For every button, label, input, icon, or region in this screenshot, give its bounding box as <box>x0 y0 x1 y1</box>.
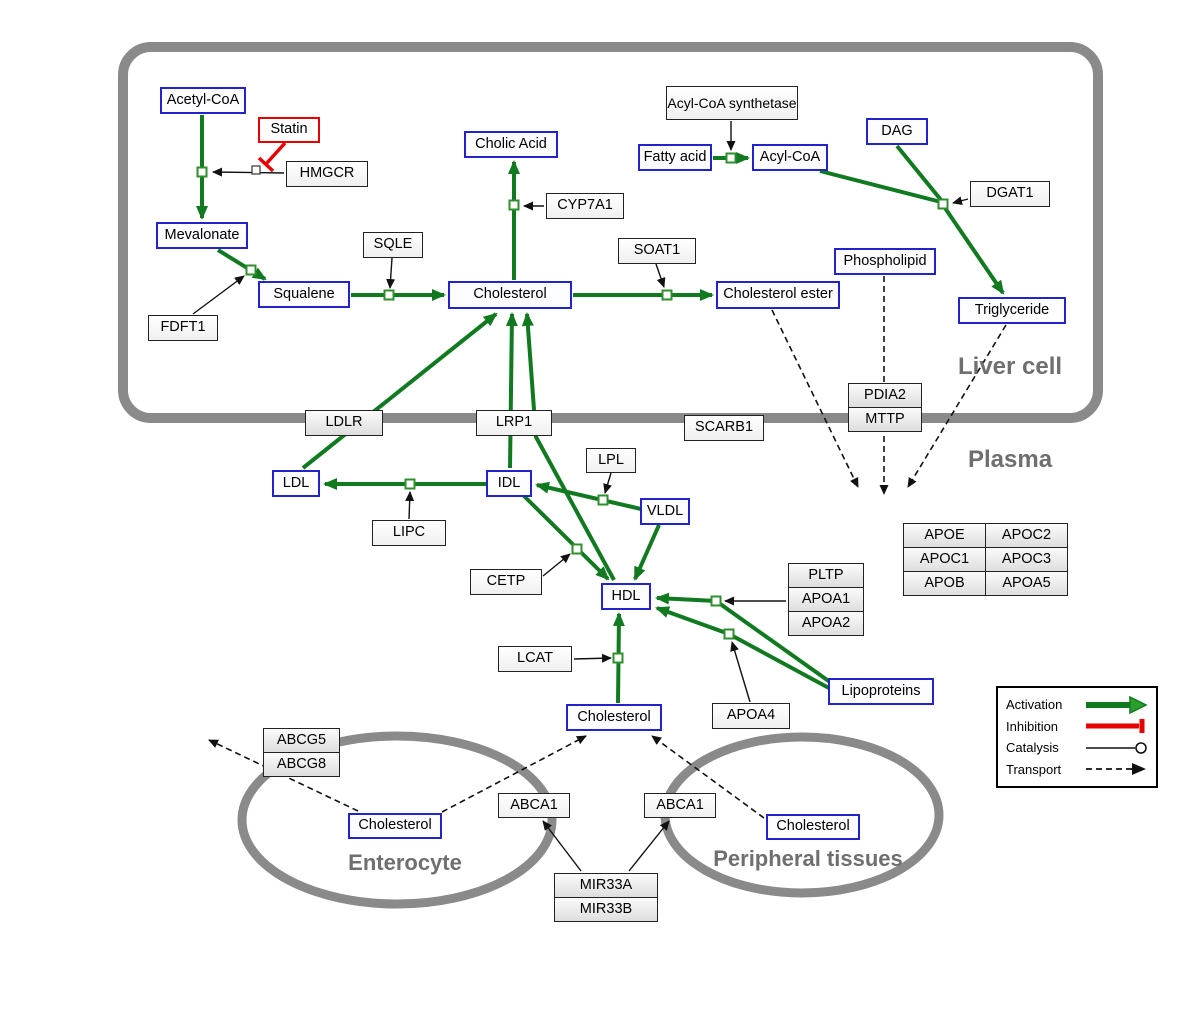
node-lpl[interactable]: LPL <box>586 448 636 473</box>
node-cetp[interactable]: CETP <box>470 569 542 595</box>
node-acyl-coa[interactable]: Acyl-CoA <box>752 144 828 171</box>
membranes <box>118 42 1103 909</box>
node-pdia2[interactable]: PDIA2 <box>848 383 922 408</box>
node-hmgcr[interactable]: HMGCR <box>286 161 368 187</box>
node-mir33a[interactable]: MIR33A <box>554 873 658 898</box>
legend-inhibition: Inhibition <box>1006 716 1148 738</box>
statin-binding-node <box>251 165 261 175</box>
apo-cell[interactable]: APOE <box>903 523 986 548</box>
node-ldlr[interactable]: LDLR <box>305 410 383 436</box>
node-cholesterol-ester[interactable]: Cholesterol ester <box>716 281 840 309</box>
apo-cell[interactable]: APOB <box>903 571 986 596</box>
legend-activation-label: Activation <box>1006 697 1063 713</box>
node-cyp7a1[interactable]: CYP7A1 <box>546 193 624 219</box>
node-squalene[interactable]: Squalene <box>258 281 350 308</box>
inhibition-bar-icon <box>1086 719 1145 734</box>
node-cholic-acid[interactable]: Cholic Acid <box>464 131 558 158</box>
node-fatty-acid[interactable]: Fatty acid <box>638 144 712 171</box>
legend-catalysis: Catalysis <box>1006 737 1148 759</box>
node-abca1-left[interactable]: ABCA1 <box>498 793 570 818</box>
node-lipoproteins[interactable]: Lipoproteins <box>828 678 934 705</box>
node-dgat1[interactable]: DGAT1 <box>970 181 1050 207</box>
node-apoa4[interactable]: APOA4 <box>712 703 790 729</box>
node-fdft1[interactable]: FDFT1 <box>148 315 218 341</box>
liver-cell-membrane <box>118 42 1103 423</box>
node-lcat[interactable]: LCAT <box>498 646 572 672</box>
node-statin[interactable]: Statin <box>258 117 320 143</box>
node-triglyceride[interactable]: Triglyceride <box>958 297 1066 324</box>
apo-cell[interactable]: APOC3 <box>985 547 1068 572</box>
legend-inhibition-label: Inhibition <box>1006 718 1059 734</box>
node-mevalonate[interactable]: Mevalonate <box>156 222 248 249</box>
node-acetyl-coa[interactable]: Acetyl-CoA <box>160 87 246 114</box>
legend-transport: Transport <box>1006 759 1148 781</box>
transport-arrow-icon <box>1086 763 1146 776</box>
node-abcg8[interactable]: ABCG8 <box>263 752 340 777</box>
node-scarb1[interactable]: SCARB1 <box>684 415 764 441</box>
node-ldl[interactable]: LDL <box>272 470 320 497</box>
enterocyte-membrane <box>237 731 557 909</box>
node-hdl[interactable]: HDL <box>601 583 651 610</box>
node-cholesterol-liver[interactable]: Cholesterol <box>448 281 572 309</box>
node-idl[interactable]: IDL <box>486 470 532 497</box>
activation-arrow-icon <box>1086 695 1148 714</box>
legend: Activation Inhibition Catalysis Transpor… <box>996 686 1158 788</box>
apo-cell[interactable]: APOA5 <box>985 571 1068 596</box>
activation-edges <box>196 115 1005 704</box>
node-soat1[interactable]: SOAT1 <box>618 238 696 264</box>
node-pltp[interactable]: PLTP <box>788 563 864 588</box>
node-cholesterol-plasma[interactable]: Cholesterol <box>566 704 662 731</box>
node-vldl[interactable]: VLDL <box>640 498 690 525</box>
node-cholesterol-enterocyte[interactable]: Cholesterol <box>348 813 442 839</box>
node-abcg5[interactable]: ABCG5 <box>263 728 340 753</box>
catalysis-edges <box>192 121 969 872</box>
node-abca1-right[interactable]: ABCA1 <box>644 793 716 818</box>
liver-cell-label: Liver cell <box>958 353 1063 380</box>
node-cholesterol-peripheral[interactable]: Cholesterol <box>766 814 860 840</box>
node-dag[interactable]: DAG <box>866 118 928 145</box>
peripheral-tissues-label: Peripheral tissues <box>713 846 903 871</box>
node-acyl-coa-synthetase[interactable]: Acyl-CoA synthetase <box>666 86 798 120</box>
apo-cell[interactable]: APOC1 <box>903 547 986 572</box>
catalysis-line-icon <box>1086 741 1147 754</box>
inhibition-edge <box>257 141 287 173</box>
node-lrp1[interactable]: LRP1 <box>476 410 552 436</box>
legend-catalysis-label: Catalysis <box>1006 740 1059 756</box>
apo-cell[interactable]: APOC2 <box>985 523 1068 548</box>
plasma-label: Plasma <box>968 446 1053 473</box>
reaction-nodes <box>196 152 949 664</box>
node-mir33b[interactable]: MIR33B <box>554 897 658 922</box>
enterocyte-label: Enterocyte <box>348 850 462 875</box>
node-apoa1[interactable]: APOA1 <box>788 587 864 612</box>
node-mttp[interactable]: MTTP <box>848 407 922 432</box>
node-phospholipid[interactable]: Phospholipid <box>834 248 936 275</box>
node-sqle[interactable]: SQLE <box>363 232 423 258</box>
legend-activation: Activation <box>1006 694 1148 716</box>
legend-transport-label: Transport <box>1006 761 1062 777</box>
node-apoa2[interactable]: APOA2 <box>788 611 864 636</box>
node-lipc[interactable]: LIPC <box>372 520 446 546</box>
